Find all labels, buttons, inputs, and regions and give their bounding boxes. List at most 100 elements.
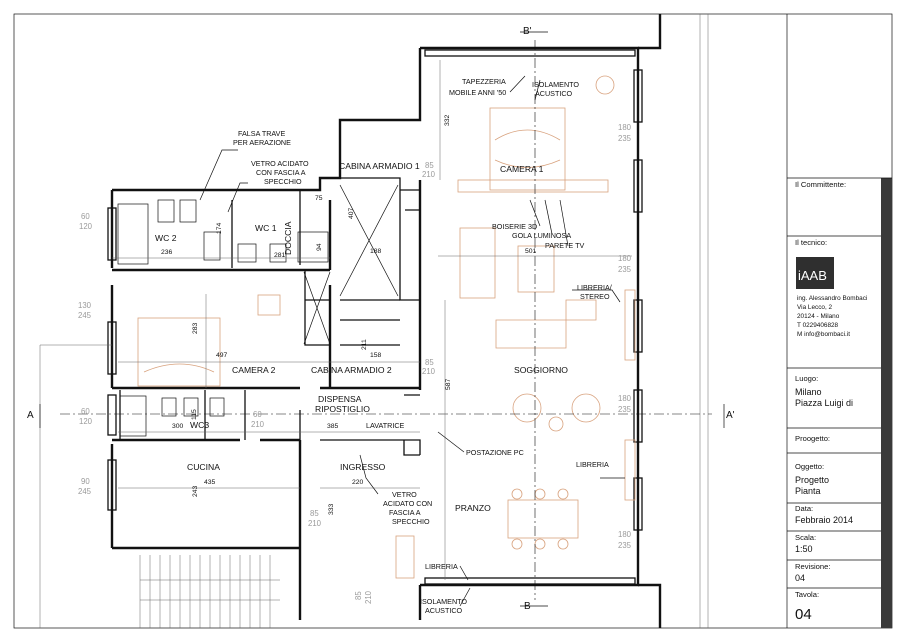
note-isolamento-top-2: ACUSTICO — [535, 89, 573, 98]
dim-435: 435 — [204, 479, 216, 486]
note-gola: GOLA LUMINOSA — [512, 231, 571, 240]
dimension-values: 332 85 210 180 235 180 235 180 235 180 2… — [78, 114, 632, 604]
note-falsa-1: FALSA TRAVE — [238, 129, 285, 138]
note-vetro2-1: VETRO — [392, 490, 417, 499]
room-label-doccia: DOCCIA — [283, 221, 293, 255]
windows-right — [633, 69, 643, 531]
note-falsa-2: PER AERAZIONE — [233, 138, 291, 147]
dim-385: 385 — [327, 423, 339, 430]
dim-281: 281 — [274, 252, 286, 259]
dim-407: 407 — [348, 207, 355, 219]
dim-180-235-1-bottom: 235 — [618, 134, 632, 143]
tb-logo-box — [796, 257, 834, 289]
dimension-lines — [112, 60, 632, 580]
dim-94: 94 — [316, 243, 323, 251]
room-labels: CAMERA 1 CABINA ARMADIO 1 WC 2 WC 1 DOCC… — [155, 161, 568, 513]
note-vetro1-3: SPECCHIO — [264, 177, 302, 186]
top-acoustic-panel — [424, 49, 636, 57]
section-a-ticks — [39, 404, 725, 428]
tb-studio-line-2: Via Lecco, 2 — [797, 304, 833, 311]
bottom-acoustic-panel — [424, 577, 636, 585]
dim-180-235-1-top: 180 — [618, 123, 632, 132]
room-label-cabina1: CABINA ARMADIO 1 — [339, 161, 420, 171]
tb-studio-line-5: M info@bombaci.it — [797, 331, 850, 338]
dim-501: 501 — [525, 248, 537, 255]
marker-b-top: B' — [523, 26, 532, 37]
leader-lines — [199, 75, 625, 607]
dim-85-210-b-bottom: 210 — [422, 367, 436, 376]
sanitary-fixtures — [117, 199, 329, 437]
note-parete-tv: PARETE TV — [545, 241, 584, 250]
dim-90-245-bottom: 245 — [78, 487, 92, 496]
tb-studio-line-1: ing. Alessandro Bombaci — [797, 295, 867, 302]
tb-data-label: Data: — [795, 504, 813, 513]
room-label-camera1: CAMERA 1 — [500, 164, 544, 174]
dim-333: 333 — [328, 503, 335, 515]
marker-a-right: A' — [726, 410, 735, 421]
dim-85-210-a-bottom: 210 — [422, 170, 436, 179]
room-label-cabina2: CABINA ARMADIO 2 — [311, 365, 392, 375]
room-label-wc3: WC3 — [190, 420, 209, 430]
section-b-ticks — [520, 31, 548, 607]
dim-90-245-top: 90 — [81, 477, 90, 486]
room-label-soggiorno: SOGGIORNO — [514, 365, 568, 375]
dim-60-210-top: 60 — [253, 410, 262, 419]
inner-walls — [112, 177, 422, 548]
dim-283: 283 — [192, 322, 199, 334]
windows-left — [107, 207, 117, 511]
tb-data-value: Febbraio 2014 — [795, 515, 853, 525]
title-block: Il Committente: Il tecnico: iAAB ing. Al… — [786, 14, 892, 628]
dim-60-120-b-bottom: 120 — [79, 417, 93, 426]
room-label-cucina: CUCINA — [187, 462, 220, 472]
neighbour-boundary — [39, 344, 112, 628]
dim-85-210-a-top: 85 — [425, 161, 434, 170]
marker-a-left: A — [27, 410, 34, 421]
dim-180-235-4-top: 180 — [618, 530, 632, 539]
room-label-wc1: WC 1 — [255, 223, 277, 233]
title-block-bar — [881, 178, 892, 628]
neighbour-wall — [699, 14, 709, 628]
dim-180-235-2-bottom: 235 — [618, 265, 632, 274]
dim-85-210-d-b: 210 — [364, 590, 373, 604]
tb-tavola-label: Tavola: — [795, 590, 819, 599]
note-vetro1-1: VETRO ACIDATO — [251, 159, 309, 168]
dim-115: 115 — [191, 409, 198, 420]
dim-180-235-3-bottom: 235 — [618, 405, 632, 414]
dim-85-210-d-a: 85 — [354, 591, 363, 600]
room-label-dispensa-line2: RIPOSTIGLIO — [315, 404, 370, 414]
dim-85-210-c-top: 85 — [310, 509, 319, 518]
note-postazione: POSTAZIONE PC — [466, 448, 524, 457]
staircase — [139, 555, 280, 628]
tb-revisione-value: 04 — [795, 573, 805, 583]
tb-luogo-value-1: Milano — [795, 387, 822, 397]
note-libreria-bot: LIBRERIA — [425, 562, 458, 571]
tb-luogo-label: Luogo: — [795, 374, 818, 383]
note-isolamento-bot-2: ACUSTICO — [425, 606, 463, 615]
tb-oggetto-value-2: Pianta — [795, 486, 821, 496]
room-label-pranzo: PRANZO — [455, 503, 491, 513]
dim-130-245-top: 130 — [78, 301, 92, 310]
section-markers: B' B A A' — [27, 26, 735, 612]
dim-60-120-a-bottom: 120 — [79, 222, 93, 231]
note-vetro1-2: CON FASCIA A — [256, 168, 306, 177]
annotations: TAPEZZERIA MOBILE ANNI '50 ISOLAMENTO AC… — [233, 77, 612, 615]
dim-130-245-bottom: 245 — [78, 311, 92, 320]
dim-60-210-bottom: 210 — [251, 420, 265, 429]
note-vetro2-4: SPECCHIO — [392, 517, 430, 526]
dim-497: 497 — [216, 352, 228, 359]
dim-60-120-a-top: 60 — [81, 212, 90, 221]
tb-revisione-label: Revisione: — [795, 562, 830, 571]
furniture — [137, 75, 636, 579]
room-label-wc2: WC 2 — [155, 233, 177, 243]
note-vetro2-2: ACIDATO CON — [383, 499, 432, 508]
dim-211: 211 — [361, 339, 368, 350]
dim-587: 587 — [445, 378, 452, 390]
note-mobile: MOBILE ANNI '50 — [449, 88, 506, 97]
dim-332: 332 — [444, 114, 451, 126]
dim-300: 300 — [172, 423, 184, 430]
tb-scala-value: 1:50 — [795, 544, 813, 554]
room-label-ingresso: INGRESSO — [340, 462, 386, 472]
dim-236: 236 — [161, 249, 173, 256]
note-boiserie: BOISERIE 3D — [492, 222, 537, 231]
